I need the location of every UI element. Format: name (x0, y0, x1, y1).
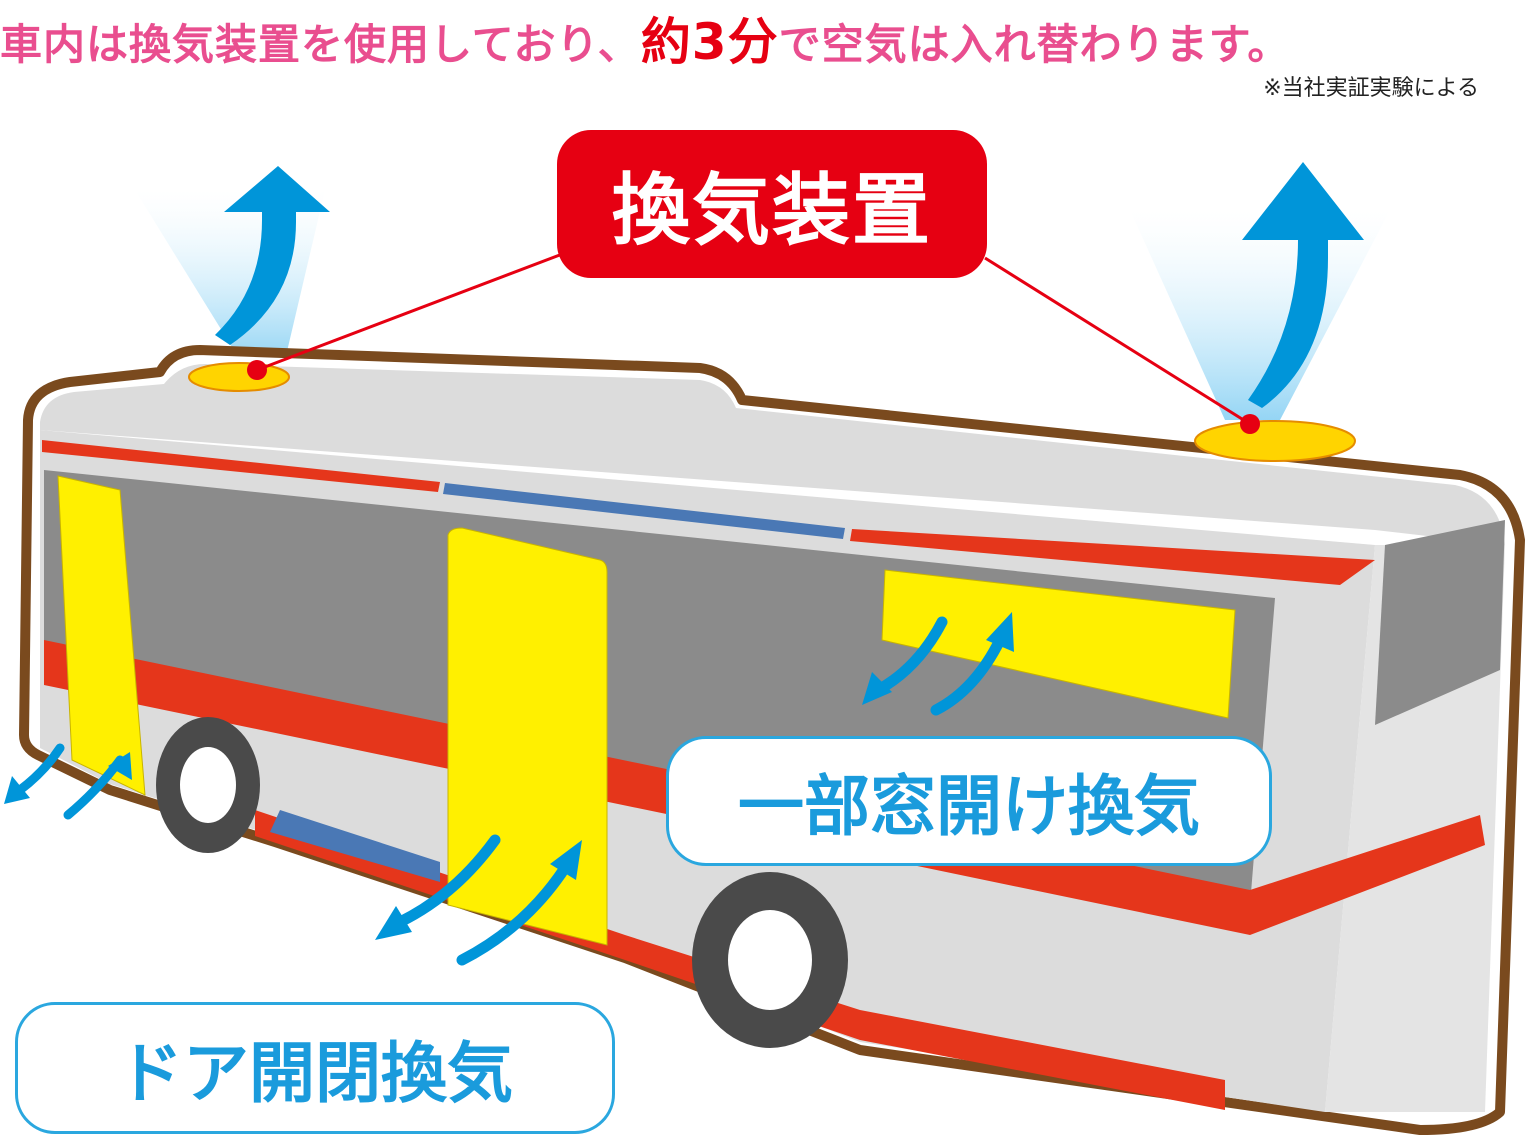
headline-text-before: 車内は換気装置を使用しており、 (0, 20, 641, 69)
door-front (57, 475, 146, 796)
wheel-front (156, 717, 260, 853)
top-stripe-red-right (850, 529, 1375, 585)
roof-vent-right (1194, 420, 1356, 462)
windshield (1375, 520, 1505, 725)
bottom-stripe-blue (270, 810, 440, 882)
ventilation-device-label: 換気装置 (557, 130, 987, 278)
top-stripe-blue (443, 483, 845, 539)
arrowhead (4, 776, 30, 804)
bidirectional-arrow-icon (872, 616, 1006, 716)
headline-highlight: 約3分 (640, 13, 779, 71)
door-middle (447, 527, 608, 946)
arrowhead (108, 752, 132, 780)
wheel-rear (692, 872, 848, 1048)
headline: 車内は換気装置を使用しており、約3分で空気は入れ替わります。 (0, 2, 1525, 71)
open-window (881, 569, 1236, 719)
door-ventilation-label: ドア開閉換気 (15, 1002, 615, 1134)
footnote: ※当社実証実験による (1263, 76, 1479, 101)
headline-text-after: で空気は入れ替わります。 (778, 20, 1291, 69)
top-stripe-red-left (42, 440, 440, 492)
connector-line-right (984, 256, 1251, 426)
arrowhead (986, 612, 1014, 652)
window-ventilation-label: 一部窓開け換気 (666, 736, 1272, 866)
arrowhead (550, 840, 582, 880)
arrowhead (862, 672, 892, 705)
connector-line-left (256, 251, 566, 372)
bottom-stripe (255, 810, 1225, 1110)
roof-vent-left (188, 362, 290, 392)
up-arrow-icon (215, 166, 330, 345)
up-arrow-icon (1242, 162, 1364, 408)
arrowhead (375, 906, 412, 940)
bus-roof (40, 364, 1505, 545)
bidirectional-arrow-icon (394, 834, 576, 966)
